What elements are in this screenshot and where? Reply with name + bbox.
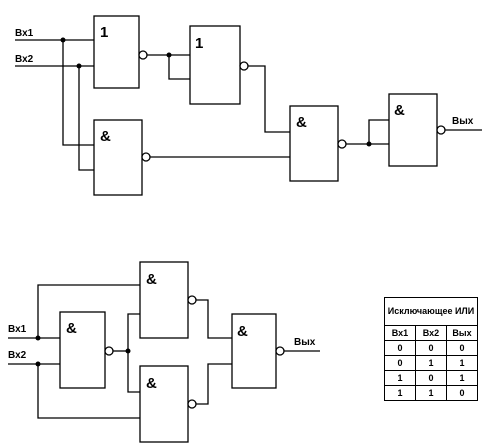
top-and-mid-gate bbox=[289, 105, 339, 182]
top-and-low-gate bbox=[93, 119, 143, 196]
top-and-final-gate-symbol: & bbox=[394, 102, 405, 119]
top-wire-in1-to-and bbox=[62, 40, 94, 146]
top-and-mid-gate-symbol: & bbox=[296, 114, 307, 131]
bottom-and-left-gate bbox=[59, 311, 106, 389]
top-wire-not-to-and bbox=[248, 65, 290, 133]
bottom-and-upper-gate-inversion bbox=[187, 295, 197, 305]
bottom-and-left-gate-symbol: & bbox=[66, 320, 77, 337]
bottom-wire-in1-to-upper bbox=[37, 284, 140, 338]
bottom-and-lower-gate-inversion bbox=[187, 399, 197, 409]
bottom-input-2-label: Вх2 bbox=[8, 350, 27, 361]
truth-table-cell: 1 bbox=[415, 385, 447, 401]
top-not-gate-symbol: 1 bbox=[195, 35, 203, 52]
top-wire-not-in-b bbox=[168, 55, 190, 80]
top-and-low-gate-symbol: & bbox=[100, 128, 111, 145]
top-or-gate-inversion bbox=[138, 50, 148, 60]
top-wire-final-in-a bbox=[368, 119, 389, 144]
top-wire-in2-to-and bbox=[78, 66, 94, 171]
top-and-final-gate-inversion bbox=[436, 125, 446, 135]
bottom-wire-mid-to-lower bbox=[127, 351, 140, 393]
truth-table-row: 1 1 0 bbox=[384, 385, 478, 401]
bottom-input-1-label: Вх1 bbox=[8, 324, 27, 335]
top-input-1-label: Вх1 bbox=[15, 28, 34, 39]
bottom-output-label: Вых bbox=[294, 337, 316, 348]
top-and-low-gate-inversion bbox=[141, 152, 151, 162]
bottom-and-out-gate-inversion bbox=[275, 346, 285, 356]
truth-table-cell: 0 bbox=[446, 385, 478, 401]
truth-table-row: 0 1 1 bbox=[384, 355, 478, 371]
bottom-and-upper-gate-symbol: & bbox=[146, 271, 157, 288]
truth-table-row: 0 0 0 bbox=[384, 340, 478, 356]
top-and-mid-gate-inversion bbox=[337, 139, 347, 149]
truth-table-cell: 0 bbox=[446, 340, 478, 356]
truth-table: Исключающее ИЛИ Вх1 Вх2 Вых 0 0 0 0 1 1 … bbox=[384, 297, 478, 401]
bottom-wire-upper-to-out bbox=[196, 299, 232, 339]
bottom-and-upper-gate bbox=[139, 261, 189, 339]
truth-table-header: Вх2 bbox=[415, 325, 447, 341]
top-not-gate-inversion bbox=[239, 61, 249, 71]
top-circuit: 1 1 & & & Вх1 Вх2 Вых bbox=[15, 15, 482, 196]
top-input-2-label: Вх2 bbox=[15, 54, 34, 65]
bottom-and-out-gate bbox=[231, 313, 277, 389]
truth-table-row: 1 0 1 bbox=[384, 370, 478, 386]
top-and-final-gate bbox=[388, 93, 438, 167]
top-output-label: Вых bbox=[452, 116, 474, 127]
truth-table-cell: 1 bbox=[446, 355, 478, 371]
bottom-wire-mid-to-upper bbox=[127, 313, 140, 351]
truth-table-title: Исключающее ИЛИ bbox=[384, 297, 478, 326]
truth-table-header: Вых bbox=[446, 325, 478, 341]
truth-table-cell: 1 bbox=[384, 370, 416, 386]
truth-table-cell: 0 bbox=[384, 355, 416, 371]
bottom-wire-lower-to-out bbox=[196, 363, 232, 405]
truth-table-cell: 1 bbox=[415, 355, 447, 371]
truth-table-cell: 0 bbox=[415, 340, 447, 356]
truth-table-cell: 0 bbox=[415, 370, 447, 386]
bottom-and-lower-gate-symbol: & bbox=[146, 375, 157, 392]
truth-table-header: Вх1 bbox=[384, 325, 416, 341]
top-or-gate-symbol: 1 bbox=[100, 24, 108, 41]
bottom-and-out-gate-symbol: & bbox=[237, 323, 248, 340]
bottom-and-lower-gate bbox=[139, 365, 189, 443]
top-or-gate bbox=[93, 15, 140, 89]
bottom-and-left-gate-inversion bbox=[104, 346, 114, 356]
truth-table-cell: 0 bbox=[384, 340, 416, 356]
truth-table-cell: 1 bbox=[446, 370, 478, 386]
bottom-wire-in2-to-lower bbox=[37, 364, 140, 419]
truth-table-cell: 1 bbox=[384, 385, 416, 401]
bottom-circuit: & & & & Вх1 Вх2 Вых bbox=[8, 261, 320, 443]
